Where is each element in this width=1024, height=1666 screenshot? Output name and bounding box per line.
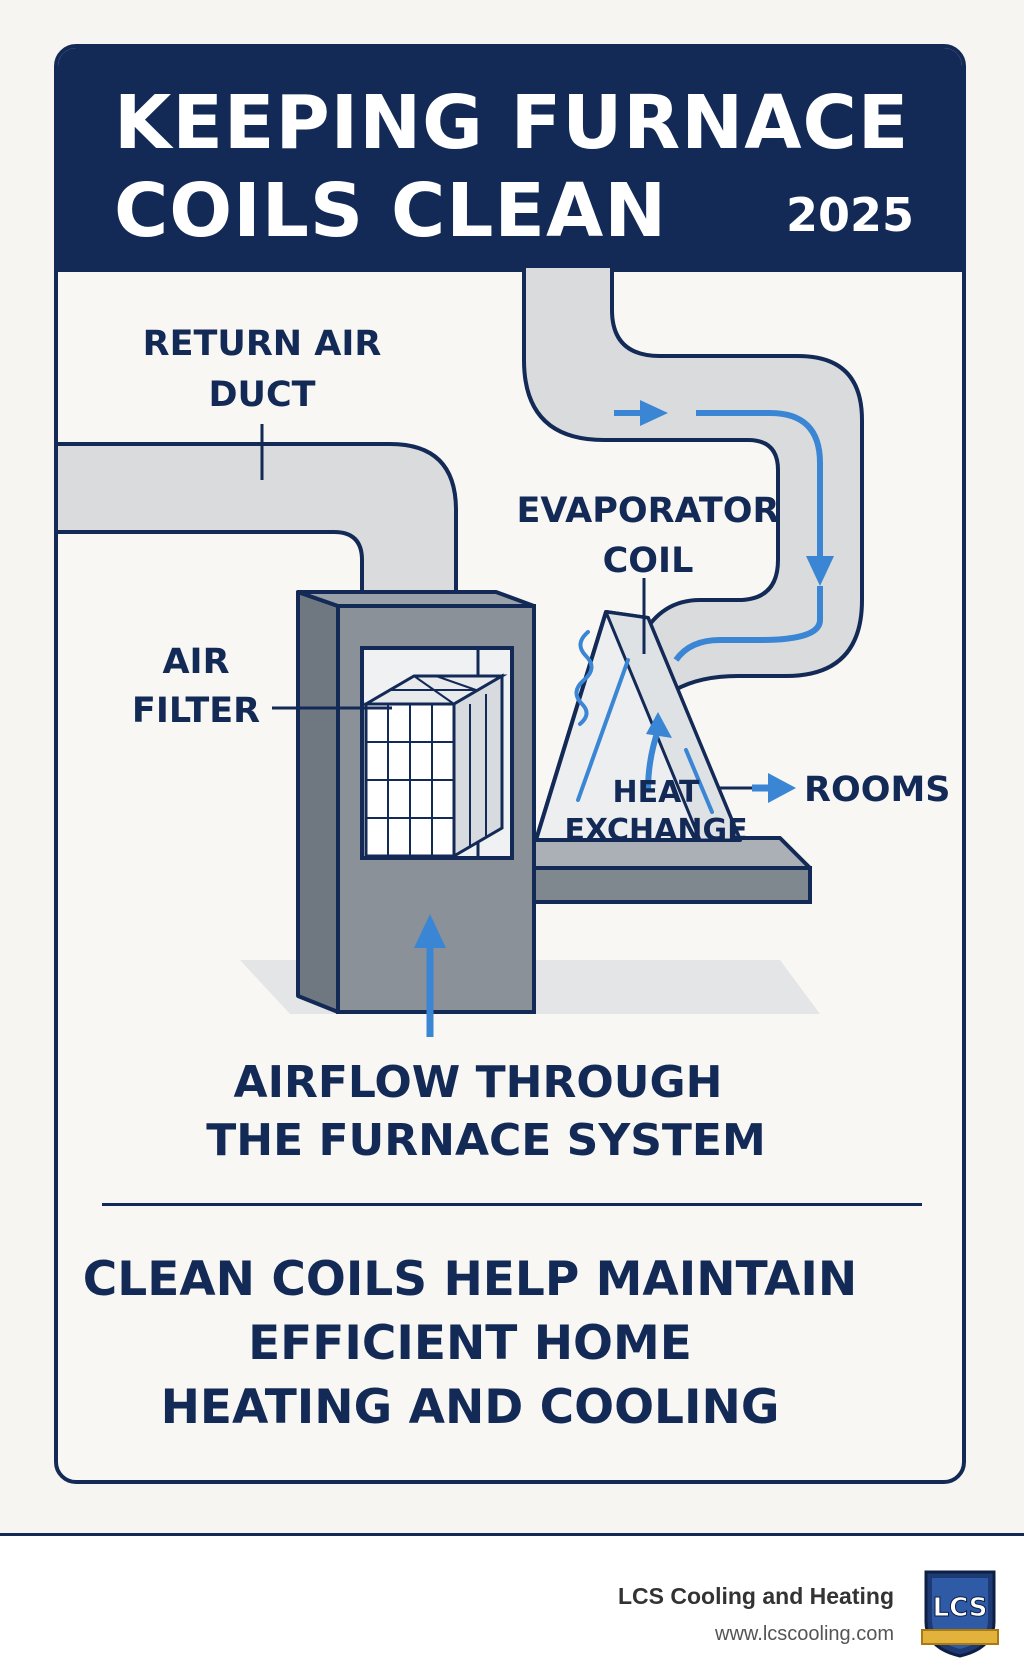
return-air-duct bbox=[58, 442, 458, 607]
arrow-up-icon bbox=[414, 914, 446, 948]
arrow-right-icon bbox=[768, 773, 796, 803]
logo-shield-icon: LCS bbox=[921, 1570, 999, 1658]
intake-airflow bbox=[414, 914, 446, 1037]
evaporator-coil bbox=[534, 610, 742, 842]
heat-exchange-label-2: EXCHANGE bbox=[564, 813, 747, 848]
supply-duct bbox=[522, 268, 864, 692]
arrow-up-icon bbox=[646, 712, 672, 738]
leader-lines bbox=[260, 424, 646, 710]
footer: LCS Cooling and Heating www.lcscooling.c… bbox=[0, 1536, 1024, 1666]
title-line-1: KEEPING FURNACE bbox=[114, 80, 910, 166]
return-air-duct-label-2: DUCT bbox=[208, 375, 315, 415]
air-filter-label-1: AIR bbox=[162, 642, 229, 682]
logo-text: LCS bbox=[933, 1593, 988, 1623]
arrow-right-icon bbox=[640, 400, 668, 426]
section-divider bbox=[102, 1203, 922, 1206]
company-name: LCS Cooling and Heating bbox=[618, 1583, 894, 1609]
evaporator-coil-label-2: COIL bbox=[603, 541, 694, 581]
tagline-line-3: HEATING AND COOLING bbox=[160, 1380, 780, 1435]
diagram-caption-line-2: THE FURNACE SYSTEM bbox=[206, 1115, 766, 1166]
evaporator-coil-label-1: EVAPORATOR bbox=[516, 491, 779, 531]
footer-rule bbox=[0, 1533, 1024, 1536]
supply-airflow bbox=[614, 400, 834, 662]
title-banner: KEEPING FURNACE COILS CLEAN 2025 bbox=[58, 48, 962, 272]
infographic-card: KEEPING FURNACE COILS CLEAN 2025 bbox=[54, 44, 966, 1484]
rooms-label: ROOMS bbox=[804, 770, 951, 810]
return-air-duct-label-1: RETURN AIR bbox=[143, 324, 382, 364]
website-link[interactable]: www.lcscooling.com bbox=[715, 1623, 894, 1645]
air-filter-label-2: FILTER bbox=[132, 691, 260, 731]
tagline-line-2: EFFICIENT HOME bbox=[248, 1316, 692, 1371]
air-filter-block bbox=[360, 673, 508, 859]
rooms-airflow bbox=[720, 773, 796, 803]
heat-exchange-label-1: HEAT bbox=[613, 775, 700, 810]
diagram-caption-line-1: AIRFLOW THROUGH bbox=[234, 1057, 723, 1108]
squiggle-icon bbox=[574, 630, 594, 726]
tagline-line-1: CLEAN COILS HELP MAINTAIN bbox=[82, 1252, 858, 1307]
year-label: 2025 bbox=[785, 188, 914, 242]
arrow-down-icon bbox=[806, 556, 834, 586]
title-line-2: COILS CLEAN bbox=[114, 168, 668, 254]
tagline: CLEAN COILS HELP MAINTAIN EFFICIENT HOME… bbox=[60, 1248, 880, 1440]
